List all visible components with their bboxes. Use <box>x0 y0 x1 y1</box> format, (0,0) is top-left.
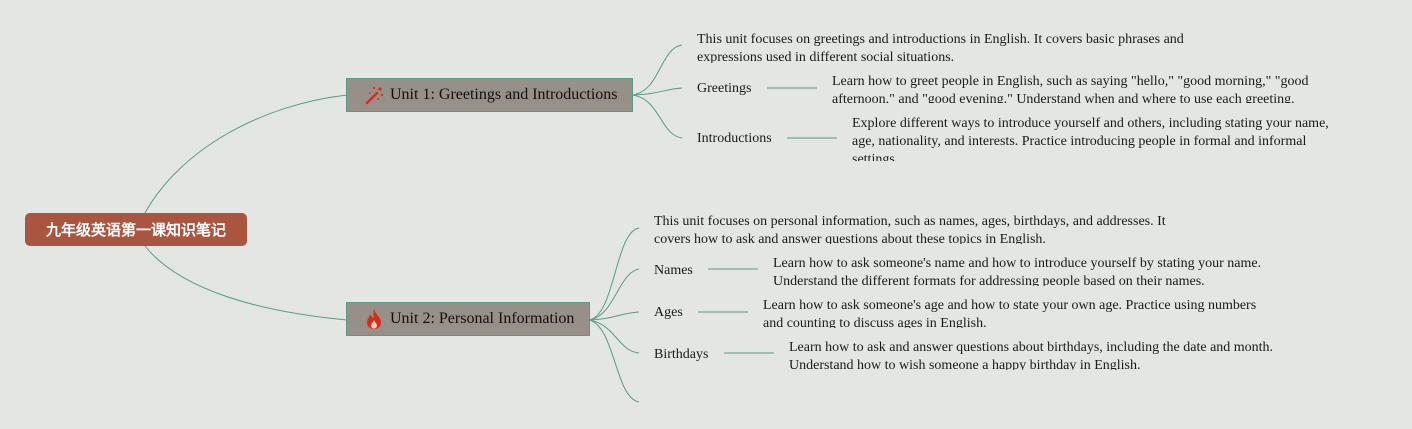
unit2-node[interactable]: Unit 2: Personal Information <box>346 302 590 336</box>
unit1-introductions-desc: Explore different ways to introduce your… <box>852 116 1329 161</box>
unit2-names-desc: Learn how to ask someone's name and how … <box>773 256 1262 286</box>
unit2-topic-ages[interactable]: Ages <box>654 305 683 320</box>
connector-unit1-greetings <box>631 87 683 96</box>
connector-root-unit2 <box>144 245 348 321</box>
unit2-birthdays-desc: Learn how to ask and answer questions ab… <box>789 340 1274 370</box>
unit1-topic-introductions[interactable]: Introductions <box>697 131 772 146</box>
unit2-topic-birthdays[interactable]: Birthdays <box>654 347 709 362</box>
fire-icon <box>363 308 385 330</box>
connector-unit2-ages <box>588 311 640 321</box>
unit1-node[interactable]: Unit 1: Greetings and Introductions <box>346 78 633 112</box>
root-topic[interactable]: 九年级英语第一课知识笔记 <box>25 213 247 246</box>
unit1-topic-greetings[interactable]: Greetings <box>697 81 752 96</box>
connector-root-unit1 <box>144 94 348 214</box>
connector-unit1-summary <box>631 44 683 96</box>
unit1-summary: This unit focuses on greetings and intro… <box>697 32 1184 63</box>
connector-unit2-birthdays <box>588 319 640 354</box>
unit1-greetings-desc: Learn how to greet people in English, su… <box>832 74 1309 103</box>
unit2-title: Unit 2: Personal Information <box>390 310 575 327</box>
magic-wand-icon <box>363 84 385 106</box>
unit2-summary: This unit focuses on personal informatio… <box>654 214 1166 244</box>
unit2-topic-names[interactable]: Names <box>654 263 693 278</box>
connector-unit2-names <box>588 268 640 321</box>
connector-unit2-extra <box>588 319 640 403</box>
unit2-ages-desc: Learn how to ask someone's age and how t… <box>763 298 1257 328</box>
unit1-title: Unit 1: Greetings and Introductions <box>390 86 618 103</box>
root-topic-label: 九年级英语第一课知识笔记 <box>45 221 226 239</box>
connector-unit2-summary <box>588 227 640 321</box>
connector-unit1-introductions <box>631 94 683 139</box>
